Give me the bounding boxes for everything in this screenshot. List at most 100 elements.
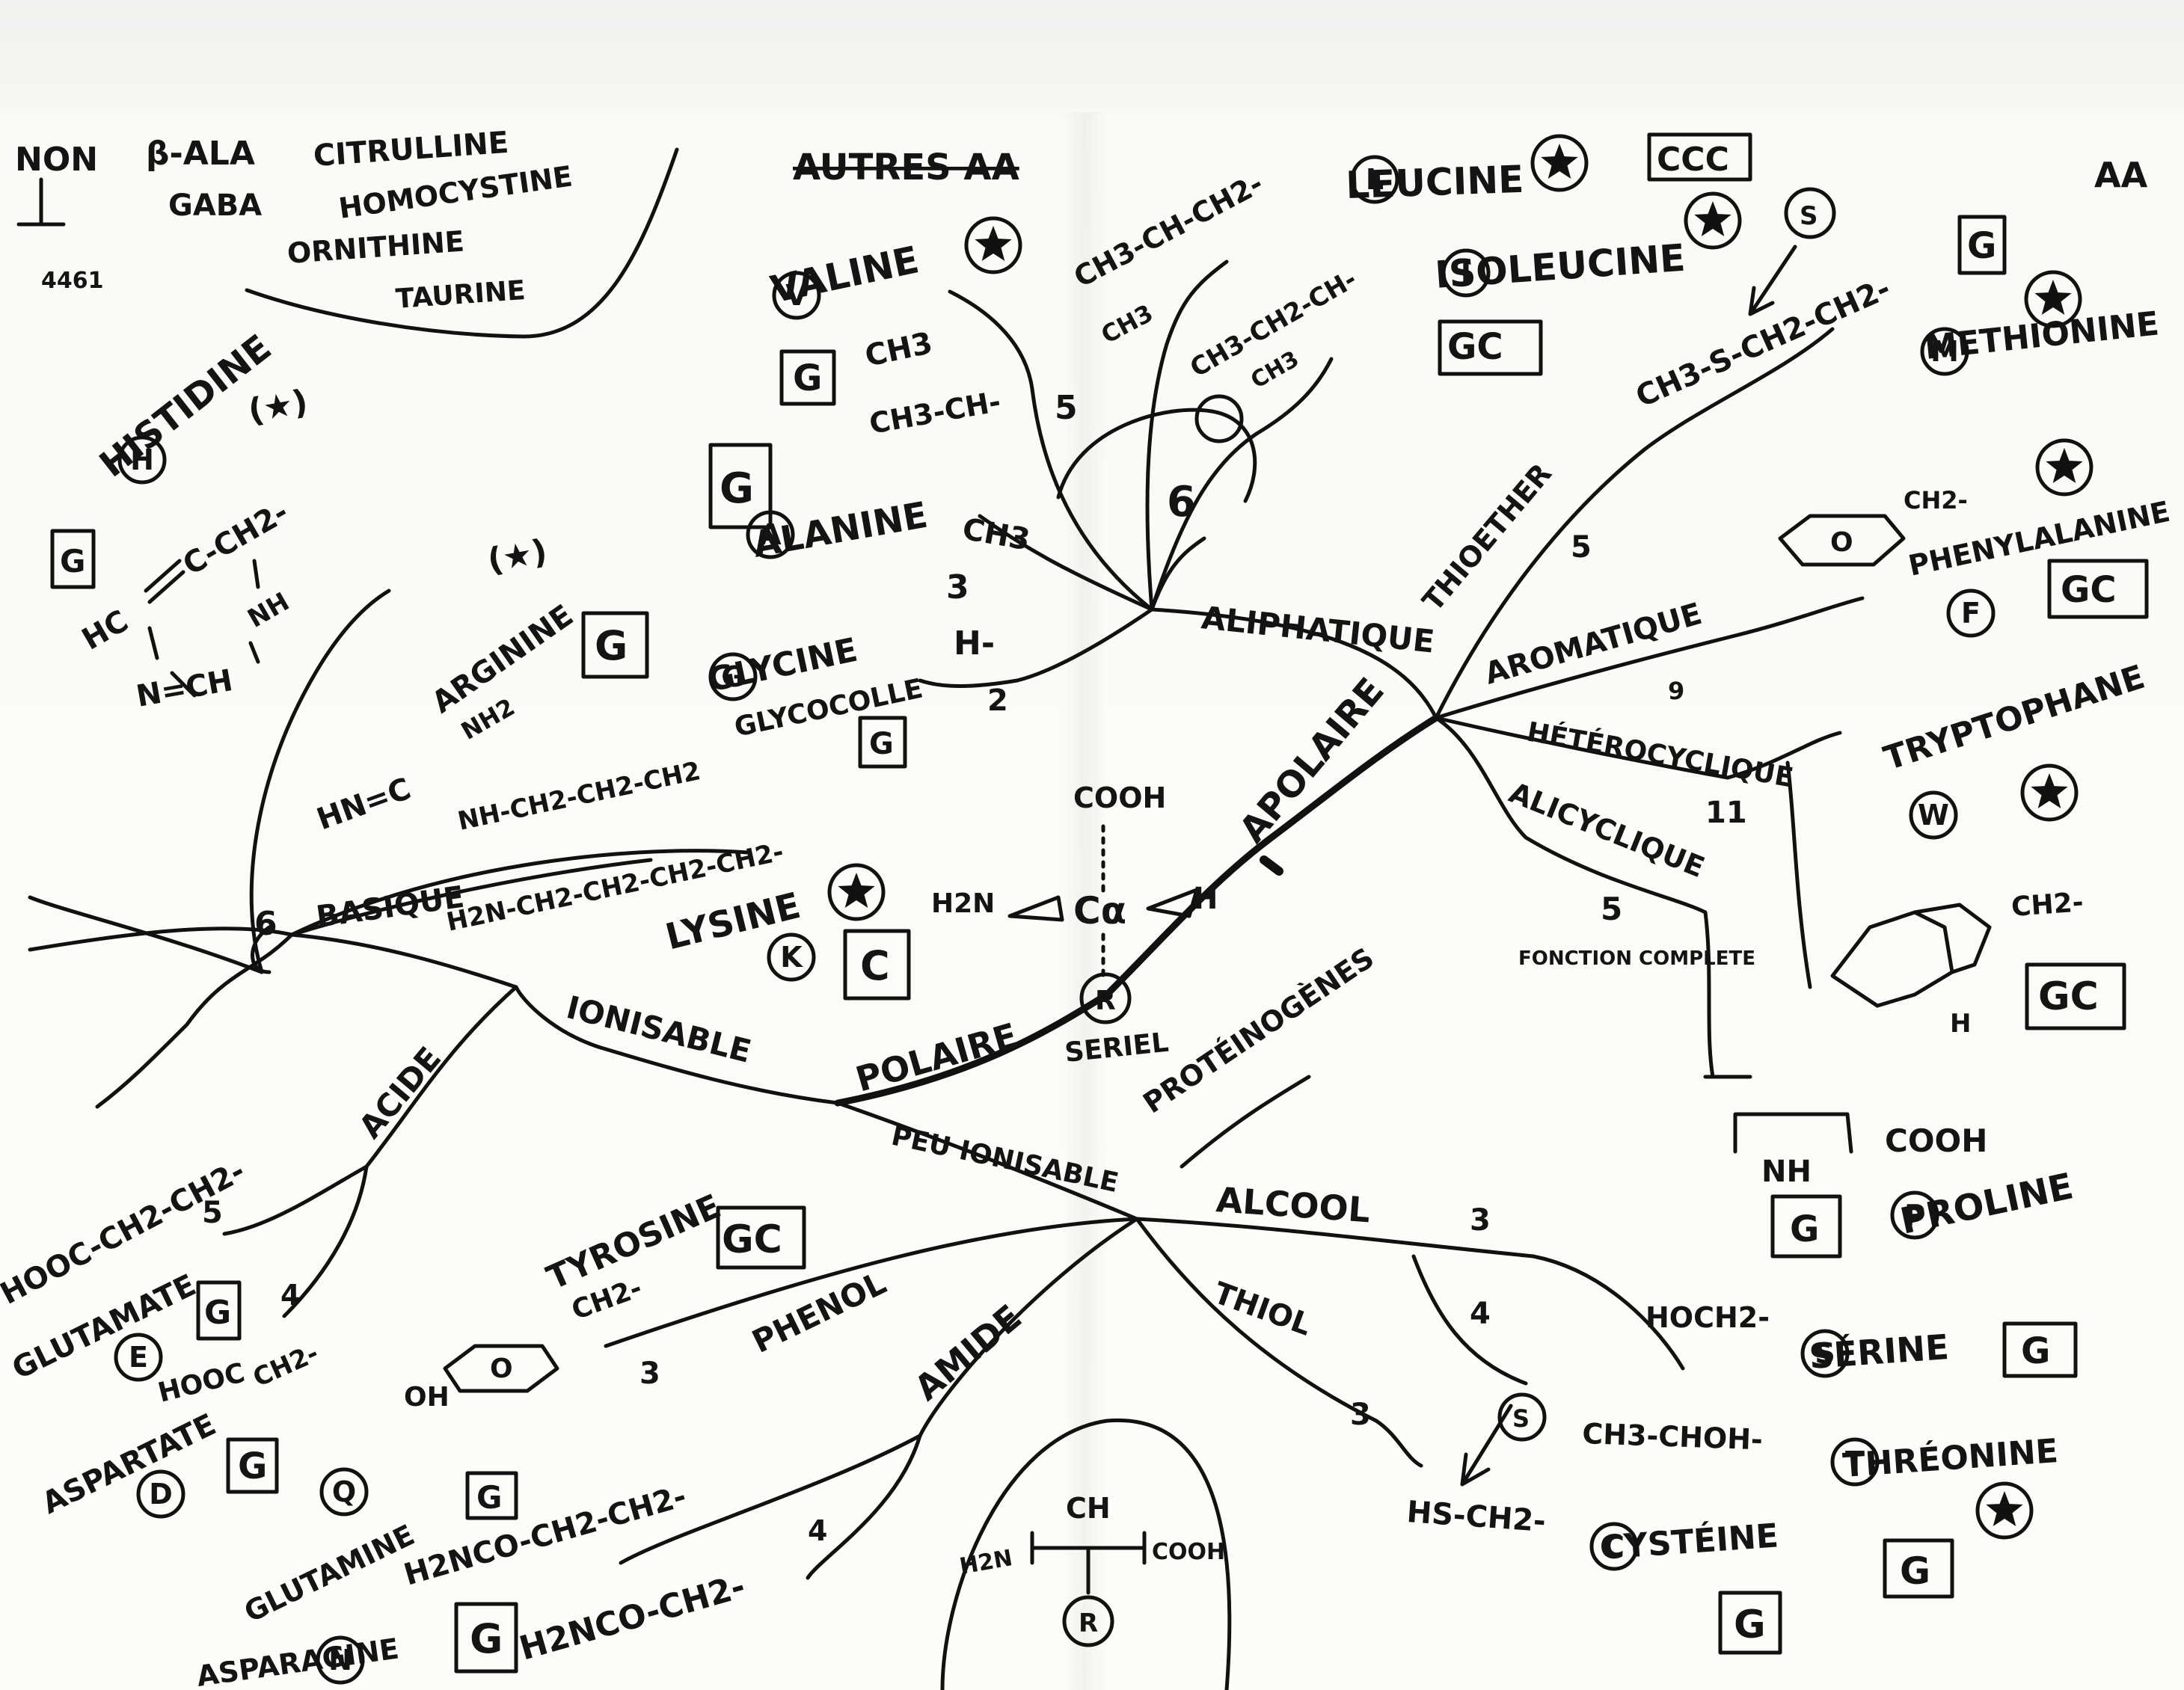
his-formula-n: N=CH: [134, 663, 236, 714]
thr-star-glyph: [1986, 1491, 2023, 1526]
phe-letter-text: F: [1961, 597, 1981, 630]
aliphatique-arc-tick: [1150, 536, 1206, 612]
gln-letter-text: Q: [332, 1475, 356, 1508]
asn-formula: H2NCO-CH2-: [515, 1567, 749, 1668]
basique-line-b: [95, 932, 294, 1109]
ala-code: G: [720, 464, 754, 513]
thiol-branch: [1135, 1217, 1423, 1468]
basique-label: BASIQUE: [314, 880, 466, 935]
gen-h2n: H2N: [957, 1545, 1014, 1580]
center-h: H: [1193, 882, 1218, 916]
heterocyclique-label: HÉTÉROCYCLIQUE: [1524, 716, 1795, 794]
cys-formula: HS-CH2-: [1405, 1495, 1547, 1539]
phe-letter-circle: [1946, 589, 1996, 638]
asn-code: G: [470, 1615, 503, 1662]
his-essential-mark: (★): [245, 383, 310, 431]
basique-branch: [289, 932, 518, 989]
phe-letter: F: [1946, 589, 1996, 638]
gly-formula: H-: [954, 624, 995, 663]
lys-letter-text: K: [780, 941, 803, 974]
lys-star-glyph: [838, 873, 875, 908]
met-star: [2024, 270, 2082, 328]
trp-letter-text: W: [1918, 799, 1949, 832]
n3-tyr: 3: [639, 1356, 660, 1391]
his-letter-text: H: [130, 443, 154, 476]
center-h2n: H2N: [931, 888, 995, 919]
lysine-branch: [289, 858, 653, 937]
val-star: [964, 216, 1022, 274]
apolaire-trunk: [1103, 714, 1440, 998]
phe-ring-label: O: [1830, 527, 1853, 558]
ala-letter-circle: [746, 510, 795, 559]
val-code: G: [793, 357, 822, 399]
trp-h-label: H: [1950, 1009, 1971, 1039]
tyr-code-box: [716, 1205, 806, 1270]
his-ring-shape: [144, 559, 260, 698]
thioether-label: THIOETHER: [1416, 457, 1558, 617]
lys-code: C: [860, 942, 890, 989]
n6-bas: 6: [254, 905, 277, 943]
non-list-curve: [245, 147, 679, 339]
gly-letter-circle: [708, 652, 758, 701]
polaire-label: POLAIRE: [851, 1015, 1022, 1100]
ser-code: G: [2021, 1330, 2050, 1372]
val-letter-text: V: [785, 279, 808, 312]
tyr-ring-label: O: [490, 1353, 513, 1384]
n4-asp: 4: [280, 1279, 300, 1312]
alcool-label: ALCOOL: [1215, 1179, 1371, 1230]
s-cys-letter: S: [1512, 1404, 1530, 1433]
trp-formula: CH2-: [2010, 887, 2085, 923]
calpha-wedge-right: [1146, 888, 1199, 918]
leu-letter: L: [1350, 155, 1399, 204]
lys-code-box: [843, 929, 911, 1001]
alanine-branch: [978, 514, 1154, 612]
trp-star-ring: [2020, 763, 2079, 822]
arg-code: G: [595, 622, 628, 669]
alicyclique-label: ALICYCLIQUE: [1505, 776, 1709, 885]
trp-ring-shape: [1830, 903, 1992, 1008]
leu-star-glyph: [1541, 144, 1578, 179]
leu-letter-text: L: [1366, 163, 1384, 196]
val-letter: V: [772, 271, 821, 320]
polaire-trunk: [834, 991, 1111, 1107]
gln-code-box: [465, 1471, 518, 1520]
glu-code-box: [196, 1280, 242, 1341]
n4-thr: 4: [1470, 1297, 1491, 1331]
met-letter-text: M: [1930, 335, 1959, 368]
r-circle: [1079, 972, 1132, 1024]
ala-code-box: [708, 443, 773, 529]
seriel-label: SERIEL: [1064, 1027, 1171, 1069]
leu-star-ring: [1530, 134, 1589, 192]
tyrosine-branch: [604, 1217, 1139, 1348]
glu-letter-text: E: [129, 1341, 148, 1374]
trp-star-glyph: [2031, 773, 2068, 808]
alicyclique-branch: [1434, 716, 1715, 1079]
asparagine-label: ASPARAGINE: [194, 1632, 401, 1690]
his-letter-circle: [117, 435, 167, 485]
met-letter: M: [1920, 327, 1969, 376]
gen-r: R: [1079, 1608, 1098, 1638]
pro-letter-text: P: [1904, 1199, 1925, 1232]
aliph-r-circle: [1194, 394, 1244, 443]
leu-formula: CH3-CH-CH2-: [1069, 167, 1269, 294]
glu-letter-circle: [114, 1333, 163, 1382]
cys-arrow: [1460, 1404, 1513, 1487]
glutamate-branch: [222, 1164, 369, 1236]
calpha-wedge-left: [1007, 895, 1064, 922]
gen-r-circle: [1062, 1595, 1114, 1647]
threonine-label: THRÉONINE: [1841, 1431, 2059, 1485]
ile-letter-circle: [1441, 248, 1491, 298]
beta-ala-label: β-ALA: [146, 135, 255, 173]
ala-letter-text: A: [759, 518, 782, 551]
leu-code-box: [1647, 132, 1752, 182]
fonction-complete-label: FONCTION COMPLETE: [1518, 947, 1755, 970]
his-formula-hc: HC: [76, 603, 134, 657]
glu-letter: E: [114, 1333, 163, 1382]
asn-code-box: [454, 1602, 518, 1674]
center-calpha: Cα: [1073, 889, 1126, 932]
amide-branch: [619, 1217, 1139, 1565]
citrulline-label: CITRULLINE: [312, 126, 509, 173]
gly-code: G: [869, 727, 894, 761]
gln-formula: H2NCO-CH2-CH2-: [400, 1479, 690, 1593]
